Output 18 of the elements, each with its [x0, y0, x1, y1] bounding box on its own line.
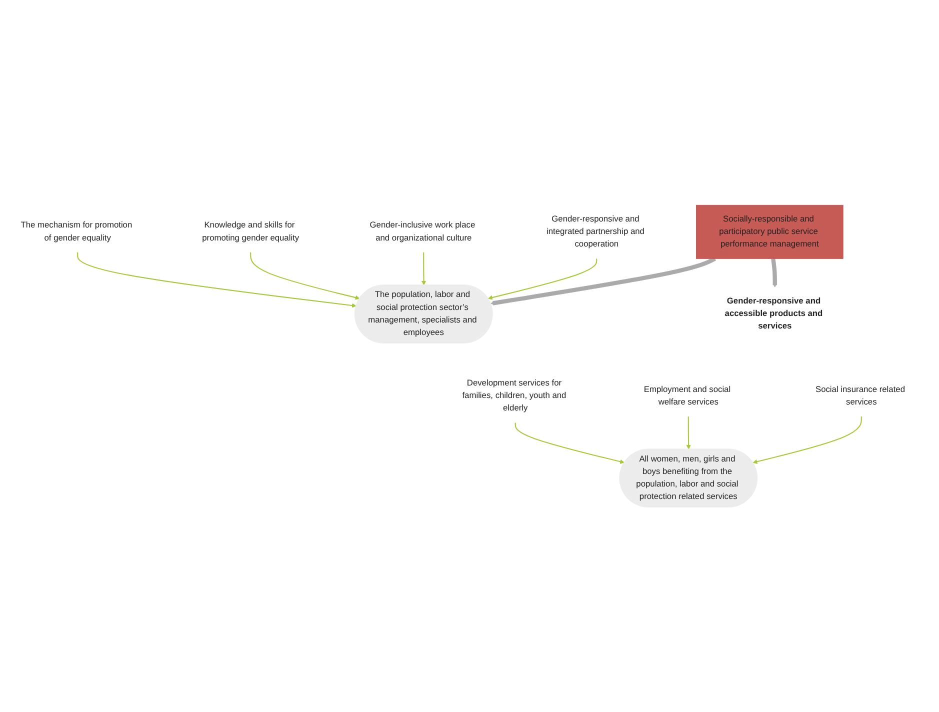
- node-text: Employment and social welfare services: [644, 384, 731, 406]
- node-box: Socially-responsible and participatory public service performance management: [696, 204, 844, 259]
- node-text: Gender-inclusive work place and organizational culture: [370, 220, 476, 242]
- node-text: Social insurance related services: [815, 384, 905, 406]
- arrow: [686, 416, 691, 450]
- arrow: [752, 416, 862, 464]
- arrow: [77, 252, 356, 308]
- node-text: Development services for families, children, youth and elderly: [462, 378, 566, 413]
- node-text: Knowledge and skills for promoting gender equality: [202, 220, 300, 242]
- node-text: The mechanism for promotion of gender equality: [20, 220, 132, 242]
- arrow: [488, 258, 598, 300]
- arrow: [250, 252, 360, 300]
- arrow: [771, 258, 778, 288]
- arrow: [422, 252, 426, 286]
- arrow: [514, 422, 625, 464]
- arrow: [490, 256, 716, 306]
- node-text: Gender-responsive and accessible products and services: [724, 296, 823, 331]
- node-text: Gender-responsive and integrated partnership and cooperation: [546, 214, 644, 249]
